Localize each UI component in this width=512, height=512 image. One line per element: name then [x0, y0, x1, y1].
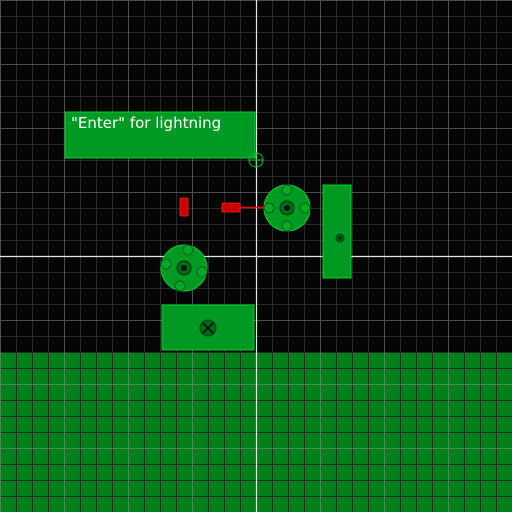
hint-banner-block[interactable]	[64, 111, 256, 159]
crosshair-icon	[248, 152, 264, 168]
vertical-block[interactable]	[322, 184, 352, 279]
cross-joint-icon[interactable]	[199, 319, 217, 337]
pivot-dot-icon	[335, 233, 345, 243]
gear-wheel-icon[interactable]	[160, 244, 208, 292]
red-emitter-left[interactable]	[179, 197, 189, 217]
hint-text: "Enter" for lightning	[71, 114, 222, 132]
red-emitter-right[interactable]	[221, 202, 265, 213]
gear-wheel-icon[interactable]	[263, 184, 311, 232]
